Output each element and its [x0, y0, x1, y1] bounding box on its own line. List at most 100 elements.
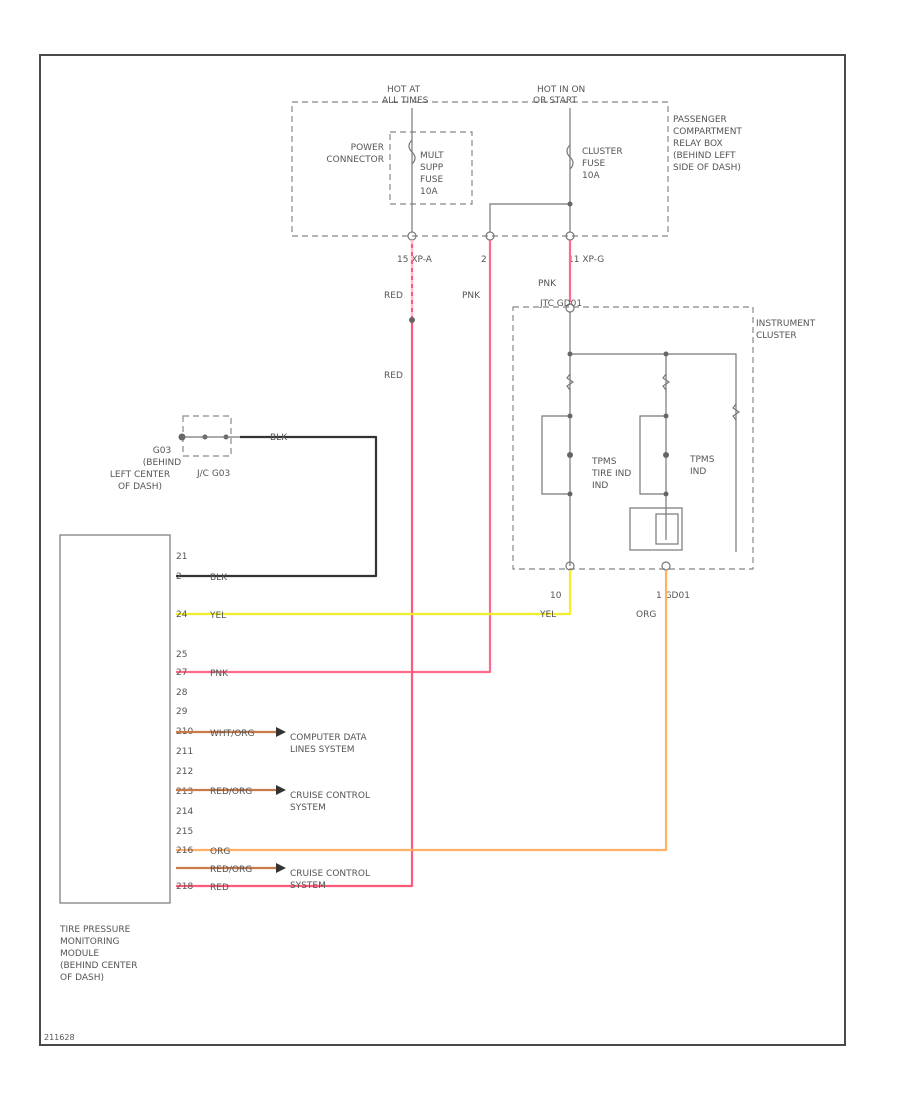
resistor-2 — [662, 373, 671, 391]
wire-red-label-2: RED — [384, 371, 403, 381]
cruise-control-2-line1: CRUISE CONTROL — [290, 869, 370, 879]
cluster-junction-5 — [663, 413, 669, 419]
arrow-icon-2 — [276, 785, 286, 795]
module-pin-11: 213 — [176, 787, 193, 797]
cluster-junction-2 — [663, 351, 669, 357]
connector-cluster-gd01 — [661, 561, 671, 571]
cluster-fuse-label-1: CLUSTER — [582, 147, 623, 157]
module-pin-3: 24 — [176, 610, 188, 620]
power-connector-label-1: POWER — [351, 143, 384, 153]
connector-label-gd01-bottom: 1 GD01 — [656, 591, 690, 601]
wire-red-label-1: RED — [384, 291, 403, 301]
wire-org-label-2: ORG — [210, 847, 230, 857]
tpms-tire-ind-lamp-icon — [567, 452, 573, 458]
mult-fuse-label-1: MULT — [420, 151, 444, 161]
black-wire — [176, 435, 378, 578]
pink-wire — [176, 240, 492, 674]
tpms-ind-label-2: IND — [690, 467, 706, 477]
ground-label-3: LEFT CENTER — [110, 470, 170, 480]
cluster-fuse-symbol — [566, 144, 574, 170]
module-pin-6: 28 — [176, 688, 188, 698]
mult-fuse-outline — [389, 131, 473, 205]
module-pin-14: 216 — [176, 846, 193, 856]
tpms-ind-label-1: TPMS — [689, 455, 715, 465]
cluster-junction-1 — [567, 351, 573, 357]
module-pin-1: 21 — [176, 552, 187, 562]
computer-data-lines-1: COMPUTER DATA — [290, 733, 367, 743]
mult-fuse-label-3: FUSE — [420, 175, 443, 185]
cluster-fuse-branch — [489, 203, 570, 232]
arrow-icon-3 — [276, 863, 286, 873]
wire-yel-label-2: YEL — [209, 611, 226, 621]
cluster-junction-6 — [663, 491, 669, 497]
mult-fuse-label-2: SUPP — [420, 163, 444, 173]
module-label-3: MODULE — [60, 949, 99, 959]
mult-fuse-symbol — [408, 139, 416, 165]
relay-box-label-3: RELAY BOX — [673, 139, 723, 149]
wire-pnk-label-3: PNK — [210, 669, 229, 679]
cluster-module-box — [629, 507, 683, 551]
cluster-fuse-label-2: FUSE — [582, 159, 605, 169]
connector-label-xpa: 15 XP-A — [397, 255, 433, 265]
connector-label-10: 10 — [550, 591, 562, 601]
connector-label-2: 2 — [481, 255, 487, 265]
tpms-tire-ind-circuit — [541, 415, 570, 495]
connector-label-gd01-top: JTC GD01 — [539, 299, 582, 309]
cruise-control-1-line1: CRUISE CONTROL — [290, 791, 370, 801]
module-pin-4: 25 — [176, 650, 187, 660]
orange-wire — [176, 570, 668, 852]
diagram-id: 211628 — [44, 1033, 75, 1042]
module-label-5: OF DASH) — [60, 973, 104, 983]
wire-red-label-3: RED — [210, 883, 229, 893]
diagram-frame — [39, 54, 846, 1046]
cluster-junction-4 — [567, 491, 573, 497]
module-pin-7: 29 — [176, 707, 188, 717]
module-label-1: TIRE PRESSURE — [59, 925, 131, 935]
wire-pnk-label-1: PNK — [462, 291, 481, 301]
cluster-module-inner — [655, 513, 679, 545]
relay-box-label-1: PASSENGER — [673, 115, 727, 125]
relay-box-label-4: (BEHIND LEFT — [673, 151, 736, 161]
instrument-cluster-label-1: INSTRUMENT — [756, 319, 816, 329]
wire-blk-label-1: BLK — [270, 433, 288, 443]
wire-wht-org-label: WHT/ORG — [210, 729, 255, 739]
splice-dot — [409, 317, 415, 323]
wire-blk-label-2: BLK — [210, 573, 228, 583]
resistor-1 — [566, 373, 575, 391]
mult-fuse-label-4: 10A — [420, 187, 438, 197]
module-pin-10: 212 — [176, 767, 193, 777]
hot-at-all-times-line1: HOT AT — [387, 85, 421, 95]
module-pin-9: 211 — [176, 747, 193, 757]
tpms-tire-ind-label-2: TIRE IND — [591, 469, 631, 479]
instrument-cluster-label-2: CLUSTER — [756, 331, 797, 341]
tpms-tire-ind-label-3: IND — [592, 481, 608, 491]
relay-box-label-5: SIDE OF DASH) — [673, 163, 741, 173]
computer-data-lines-2: LINES SYSTEM — [290, 745, 355, 755]
jc-label: J/C G03 — [196, 469, 230, 479]
cruise-control-2-line2: SYSTEM — [290, 881, 326, 891]
ground-label-4: OF DASH) — [118, 482, 162, 492]
relay-box-outline — [291, 101, 669, 237]
module-pin-5: 27 — [176, 668, 187, 678]
tpms-tire-ind-label-1: TPMS — [591, 457, 617, 467]
red-wire — [176, 240, 414, 888]
module-pin-2: 2 — [176, 572, 182, 582]
tpms-ind-lamp-icon — [663, 452, 669, 458]
cluster-fuse-label-3: 10A — [582, 171, 600, 181]
wire-pnk-label-2: PNK — [538, 279, 557, 289]
ground-label-1: G03 — [153, 446, 171, 456]
hot-at-all-times-line2: ALL TIMES — [382, 96, 429, 106]
wire-red-org-label-2: RED/ORG — [210, 865, 252, 875]
module-label-4: (BEHIND CENTER — [60, 961, 137, 971]
module-pin-13: 215 — [176, 827, 193, 837]
module-pin-15: 218 — [176, 882, 193, 892]
resistor-3 — [732, 403, 741, 421]
cluster-bus-top — [570, 353, 737, 552]
wire-org-label-1: ORG — [636, 610, 656, 620]
tpms-ind-circuit — [639, 415, 666, 495]
hot-in-on-line2: OR START — [533, 96, 577, 106]
wire-yel-label-1: YEL — [539, 610, 556, 620]
hot-in-on-line1: HOT IN ON — [537, 85, 585, 95]
ground-label-2: (BEHIND — [143, 458, 182, 468]
